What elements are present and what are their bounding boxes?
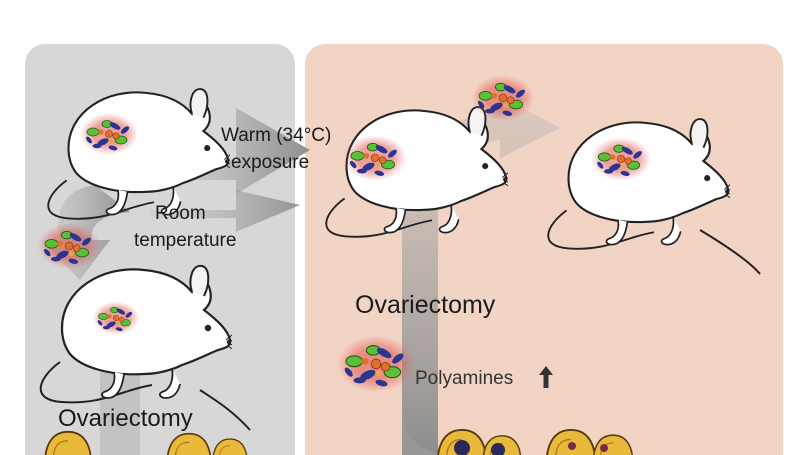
process-arrow-icon	[402, 400, 460, 455]
cell-nucleus	[491, 443, 505, 455]
process-arrow-icon	[402, 96, 560, 455]
mouse-tail	[699, 229, 761, 275]
warm-exposure-label: Warm (34°C)	[221, 125, 332, 146]
microbiota-cluster-icon	[342, 134, 408, 182]
ovariectomy-label-right: Ovariectomy	[355, 291, 496, 319]
process-arrow-icon	[150, 190, 300, 232]
mouse-tail	[199, 389, 251, 431]
polyamines-label: Polyamines	[415, 368, 514, 389]
cell-nucleus	[600, 444, 608, 452]
warm-exposure-label-line2: exposure	[231, 152, 310, 173]
room-temperature-label-line2: temperature	[134, 230, 237, 251]
microbiota-cluster-icon	[36, 222, 102, 270]
cell-nucleus	[454, 440, 470, 455]
up-arrow-icon	[539, 366, 553, 388]
right-panel	[305, 44, 783, 455]
room-temperature-label: Room	[155, 203, 206, 224]
microbiota-cluster-icon	[79, 112, 139, 156]
microbiota-cluster-icon	[590, 136, 652, 182]
microbiota-cluster-icon	[335, 334, 417, 394]
microbiota-cluster-icon	[92, 300, 140, 336]
cell-nucleus	[568, 442, 576, 450]
microbiota-cluster-icon	[470, 74, 536, 122]
ovariectomy-label-left: Ovariectomy	[58, 405, 193, 432]
